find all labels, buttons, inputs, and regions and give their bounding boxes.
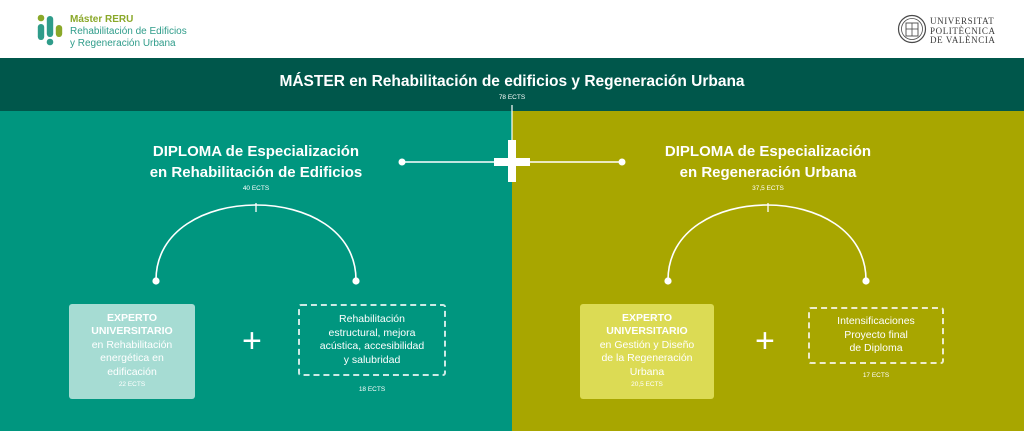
logo-title: Máster RERU bbox=[70, 14, 134, 25]
expert-title-line: EXPERTO bbox=[107, 311, 157, 324]
left-module-ects: 18 ECTS bbox=[358, 386, 386, 393]
left-branch-arc bbox=[155, 204, 357, 281]
connector-dot-left bbox=[398, 158, 406, 166]
right-expert-box: EXPERTO UNIVERSITARIO en Gestión y Diseñ… bbox=[580, 304, 714, 399]
university-line: POLITÈCNICA bbox=[930, 25, 996, 36]
module-line: Intensificaciones bbox=[837, 315, 915, 328]
logo-subtitle-line: y Regeneración Urbana bbox=[70, 37, 176, 49]
master-band bbox=[0, 58, 1024, 111]
upv-seal-icon bbox=[897, 14, 927, 44]
university-line: DE VALÈNCIA bbox=[930, 35, 996, 46]
logo-subtitle-line: Rehabilitación de Edificios bbox=[70, 26, 187, 37]
right-plus-icon: + bbox=[755, 322, 775, 360]
module-line: Proyecto final bbox=[844, 328, 908, 341]
university-name: UNIVERSITAT POLITÈCNICA DE VALÈNCIA bbox=[930, 16, 996, 46]
header bbox=[0, 0, 1024, 58]
logo-subtitle: Rehabilitación de Edificios y Regeneraci… bbox=[70, 26, 270, 49]
expert-title-line: UNIVERSITARIO bbox=[91, 325, 173, 338]
expert-body-line: en Gestión y Diseño bbox=[599, 338, 695, 351]
big-plus-vertical bbox=[508, 140, 516, 182]
left-expert-ects: 22 ECTS bbox=[118, 381, 146, 389]
expert-title-line: EXPERTO bbox=[622, 311, 672, 324]
master-ects: 78 ECTS bbox=[498, 94, 526, 101]
expert-body-line: en Rehabilitación bbox=[91, 338, 173, 351]
right-branch-arc bbox=[667, 204, 867, 281]
left-arc-dot-left bbox=[152, 277, 160, 285]
connector-dot-right bbox=[618, 158, 626, 166]
right-module-ects: 17 ECTS bbox=[862, 372, 890, 379]
left-diploma-ects: 40 ECTS bbox=[242, 185, 270, 192]
right-diploma-ects: 37,5 ECTS bbox=[752, 185, 784, 192]
master-title: MÁSTER en Rehabilitación de edificios y … bbox=[279, 73, 745, 90]
module-line: Rehabilitación bbox=[339, 313, 405, 325]
right-arc-dot-right bbox=[862, 277, 870, 285]
right-module-box: Intensificaciones Proyecto final de Dipl… bbox=[808, 307, 944, 364]
expert-body-line: edificación bbox=[107, 365, 157, 378]
left-arc-dot-right bbox=[352, 277, 360, 285]
left-diploma-title: DIPLOMA de Especialización en Rehabilita… bbox=[86, 141, 426, 183]
left-plus-icon: + bbox=[242, 322, 262, 360]
expert-title-line: UNIVERSITARIO bbox=[606, 325, 688, 338]
reru-logo-icon bbox=[37, 14, 63, 46]
university-line: UNIVERSITAT bbox=[930, 16, 995, 26]
module-line: y salubridad bbox=[343, 353, 401, 366]
module-line: estructural, mejora bbox=[328, 326, 416, 339]
right-diploma-line: en Regeneración Urbana bbox=[679, 164, 857, 181]
right-diploma-title: DIPLOMA de Especialización en Regeneraci… bbox=[598, 141, 938, 183]
left-diploma-line: en Rehabilitación de Edificios bbox=[149, 164, 363, 181]
module-line: acústica, accesibilidad bbox=[319, 340, 425, 352]
right-expert-ects: 20,5 ECTS bbox=[631, 381, 663, 389]
left-expert-box: EXPERTO UNIVERSITARIO en Rehabilitación … bbox=[69, 304, 195, 399]
left-module-box: Rehabilitación estructural, mejora acúst… bbox=[298, 304, 446, 376]
right-diploma-line: DIPLOMA de Especialización bbox=[664, 143, 872, 160]
right-arc-dot-left bbox=[664, 277, 672, 285]
expert-body-line: energética en bbox=[100, 352, 164, 365]
expert-body-line: Urbana bbox=[629, 365, 665, 378]
expert-body-line: de la Regeneración bbox=[601, 352, 693, 365]
module-line: de Diploma bbox=[849, 342, 903, 355]
left-diploma-line: DIPLOMA de Especialización bbox=[152, 143, 360, 160]
